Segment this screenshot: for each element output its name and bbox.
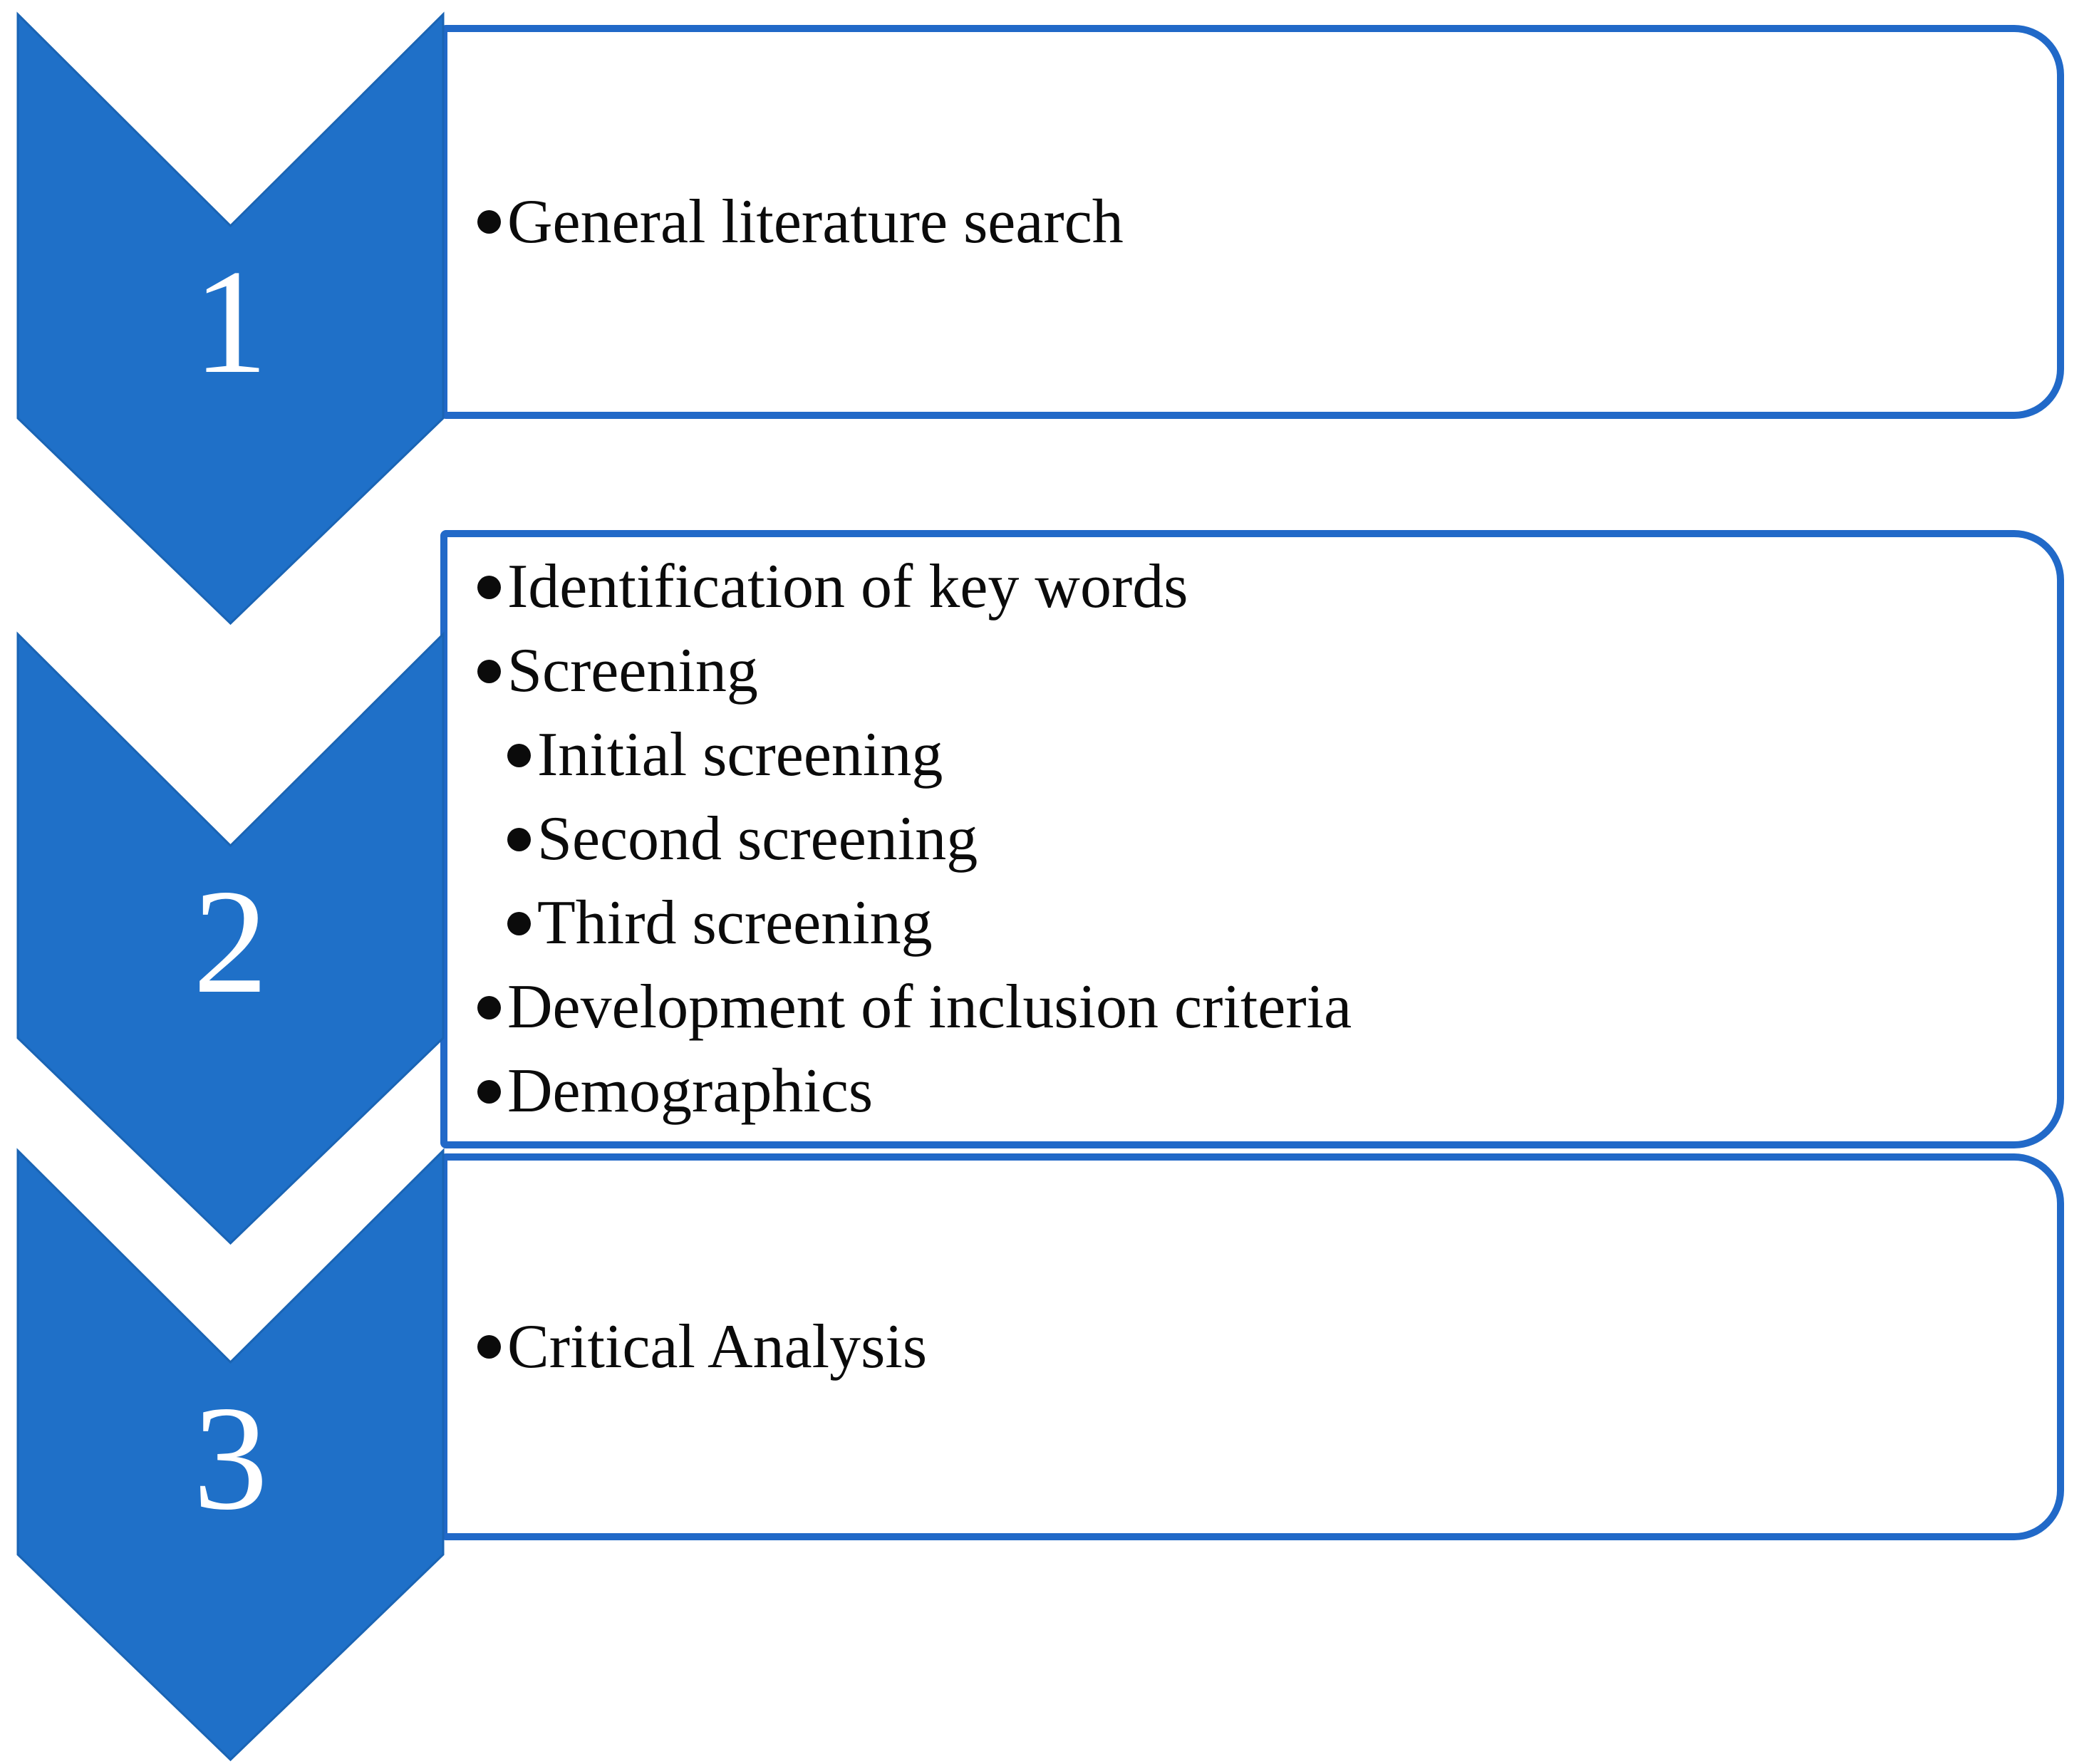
bullet-icon (477, 659, 501, 683)
step-2-box-content: Identification of key words Screening In… (447, 537, 2057, 1141)
step-1-box-content: General literature search (447, 32, 2057, 412)
step-1-box: General literature search (440, 25, 2064, 419)
list-item: Identification of key words (477, 545, 2057, 629)
list-item-text: Second screening (537, 804, 978, 873)
bullet-icon (477, 575, 501, 599)
chevron-step-1: 1 (16, 11, 445, 626)
bullet-icon (477, 995, 501, 1020)
step-3-box-content: Critical Analysis (447, 1161, 2057, 1533)
down-chevron-icon (16, 11, 445, 626)
list-item-text: Development of inclusion criteria (507, 972, 1352, 1042)
list-item: Third screening (507, 881, 2057, 965)
bullet-icon (477, 1079, 501, 1104)
list-item-text: Initial screening (537, 720, 943, 789)
list-item-text: General literature search (507, 187, 1124, 256)
chevron-step-3: 3 (16, 1148, 445, 1762)
step-number-1: 1 (193, 239, 268, 405)
list-item-text: Screening (507, 636, 758, 705)
chevron-step-2: 2 (16, 631, 445, 1245)
list-item: Screening (477, 629, 2057, 713)
step-number-2: 2 (193, 859, 268, 1024)
list-item: Initial screening (507, 713, 2057, 797)
list-item-text: Demographics (507, 1057, 874, 1126)
list-item: Second screening (507, 797, 2057, 881)
list-item: General literature search (477, 180, 2057, 264)
bullet-icon (507, 911, 531, 935)
bullet-icon (477, 1335, 501, 1359)
bullet-icon (507, 743, 531, 767)
step-number-3: 3 (193, 1376, 268, 1541)
list-item: Demographics (477, 1049, 2057, 1133)
list-item-text: Third screening (537, 888, 933, 958)
list-item-text: Identification of key words (507, 552, 1188, 621)
list-item-text: Critical Analysis (507, 1312, 928, 1381)
bullet-icon (477, 210, 501, 234)
down-chevron-icon (16, 1148, 445, 1762)
down-chevron-icon (16, 631, 445, 1245)
list-item: Development of inclusion criteria (477, 965, 2057, 1049)
step-3-box: Critical Analysis (440, 1153, 2064, 1540)
step-2-box: Identification of key words Screening In… (440, 530, 2064, 1148)
bullet-icon (507, 827, 531, 851)
list-item: Critical Analysis (477, 1305, 2057, 1389)
